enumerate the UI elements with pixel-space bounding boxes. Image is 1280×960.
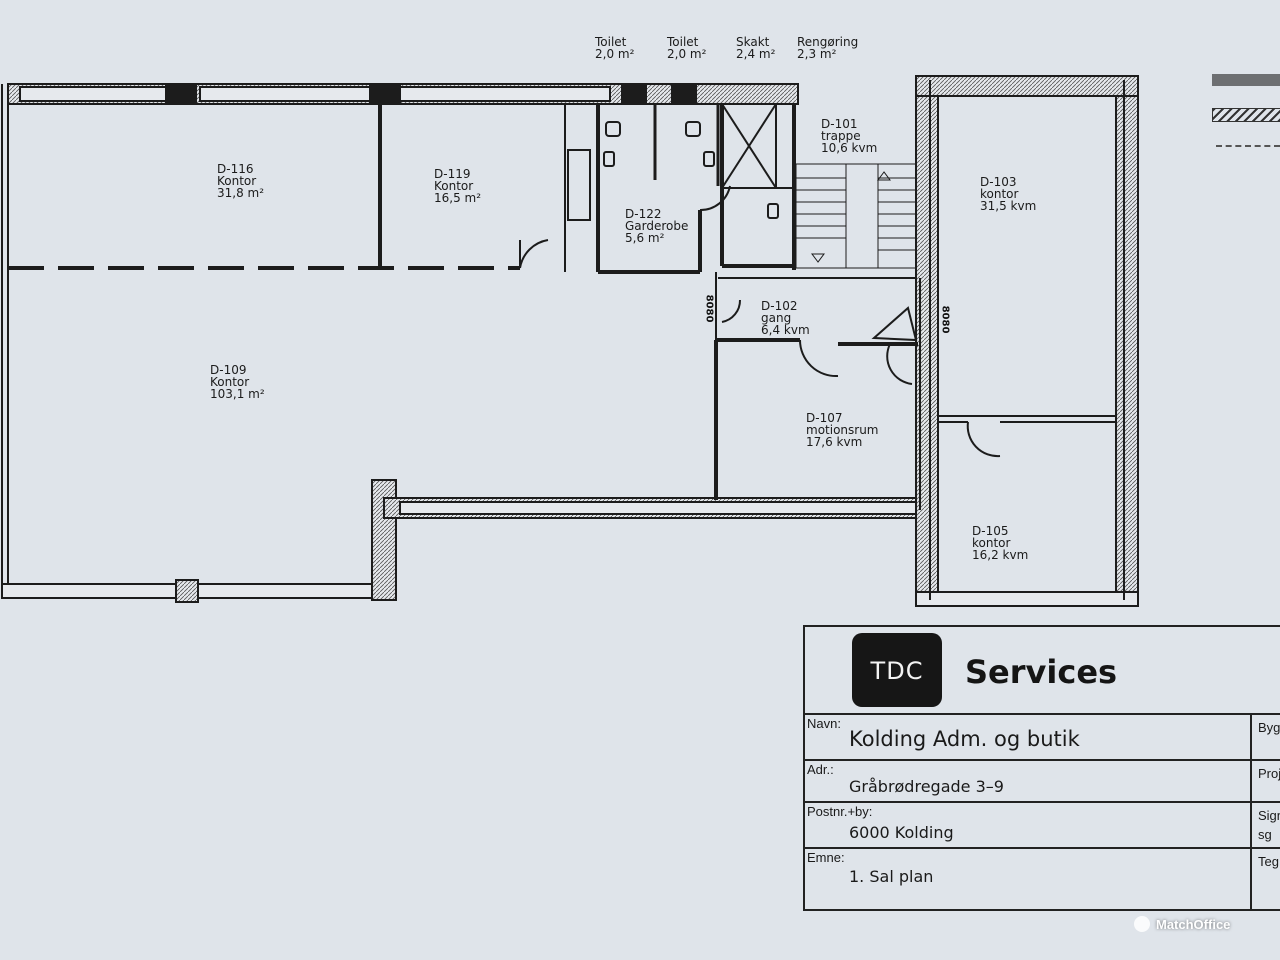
logo-area: TDC Services [805,627,1280,715]
field-label: Navn: [807,716,841,731]
field-label: Postnr.+by: [807,804,873,819]
shaft [721,103,777,189]
legend-dashed-line [1216,145,1280,147]
field-label: Emne: [807,850,845,865]
field-value: Gråbrødregade 3–9 [849,777,1004,796]
window-top-2 [199,86,371,102]
side-field: Proj [1250,759,1280,801]
window-top-3 [399,86,611,102]
side-field: Bygn [1250,713,1280,759]
field-name: Navn: Kolding Adm. og butik [805,713,1250,759]
staircase [795,163,917,269]
door-tag: 8080 [703,294,715,323]
map-pin-icon [1134,916,1150,932]
kitchen-counter [567,149,591,221]
sink-fixture [767,203,779,219]
field-value: Kolding Adm. og butik [849,727,1080,751]
window-top-1 [19,86,171,102]
sink-fixture [703,151,715,167]
legend-solid-swatch [1212,74,1280,86]
field-address: Adr.: Gråbrødregade 3–9 [805,759,1250,801]
field-label: Adr.: [807,762,834,777]
sink-fixture [603,151,615,167]
walls [1,75,1139,607]
wc-fixture [685,121,701,137]
field-value: 1. Sal plan [849,867,934,886]
tdc-logo: TDC [852,633,942,707]
tdc-logo-text: TDC [870,657,924,685]
company-name: Services [965,653,1118,691]
wc-fixture [605,121,621,137]
field-subject: Emne: 1. Sal plan [805,847,1250,911]
title-block: TDC Services Navn: Kolding Adm. og butik… [803,625,1280,911]
field-postcode: Postnr.+by: 6000 Kolding [805,801,1250,847]
field-value: 6000 Kolding [849,823,954,842]
door-tag: 8080 [939,305,951,334]
legend-hatched-swatch [1212,108,1280,122]
side-field: Teg [1250,847,1280,911]
side-field: Sign sg [1250,801,1280,847]
watermark: MatchOffice [1134,916,1230,932]
